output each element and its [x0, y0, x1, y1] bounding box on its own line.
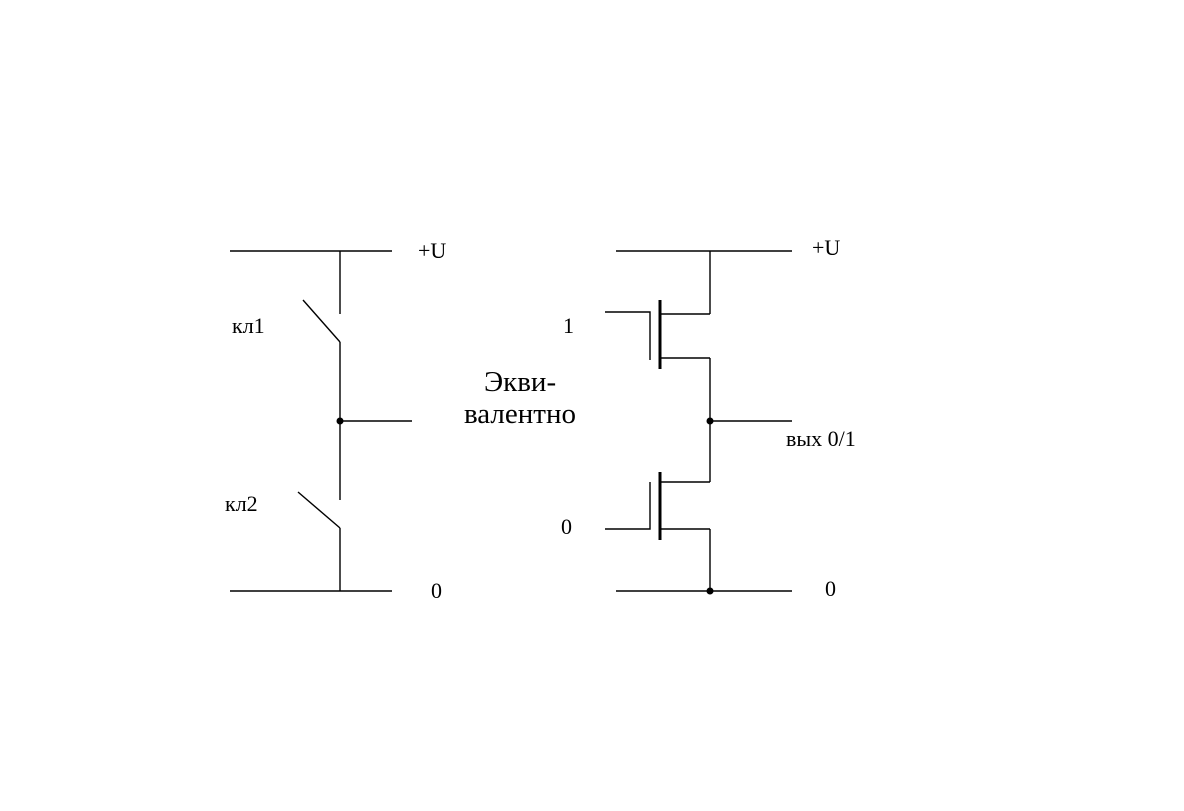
- switch-circuit: [230, 250, 412, 592]
- output-label: вых 0/1: [786, 426, 856, 451]
- top-transistor-gate-lead: [605, 311, 651, 360]
- switch1-label: кл1: [232, 313, 265, 338]
- bottom-transistor-gate-lead: [605, 482, 651, 530]
- switch2-label: кл2: [225, 491, 258, 516]
- top-gate-label: 1: [563, 313, 574, 338]
- equivalent-label-line1: Экви-: [484, 366, 557, 398]
- switch2-blade: [297, 491, 341, 529]
- transistor-circuit: [605, 250, 792, 595]
- equivalent-label-line2: валентно: [464, 398, 576, 430]
- right-supply-label: +U: [812, 235, 841, 260]
- left-ground-label: 0: [431, 578, 442, 603]
- left-output-node: [336, 417, 344, 425]
- bottom-gate-label: 0: [561, 514, 572, 539]
- right-output-node: [706, 417, 714, 425]
- right-ground-label: 0: [825, 576, 836, 601]
- switch1-blade: [302, 299, 341, 343]
- left-supply-label: +U: [418, 238, 447, 263]
